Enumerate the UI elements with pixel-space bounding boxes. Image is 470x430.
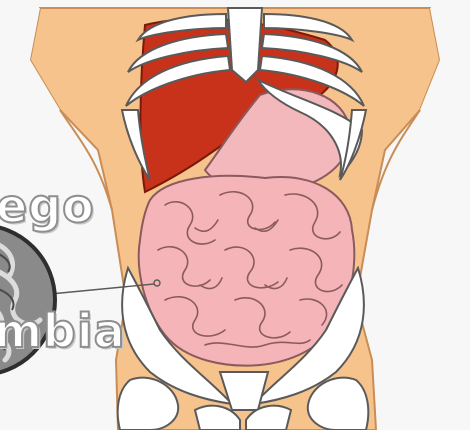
overlay-word-upper: ego	[0, 183, 95, 229]
sternum	[228, 8, 262, 82]
overlay-word-lower: mbia	[0, 308, 126, 354]
